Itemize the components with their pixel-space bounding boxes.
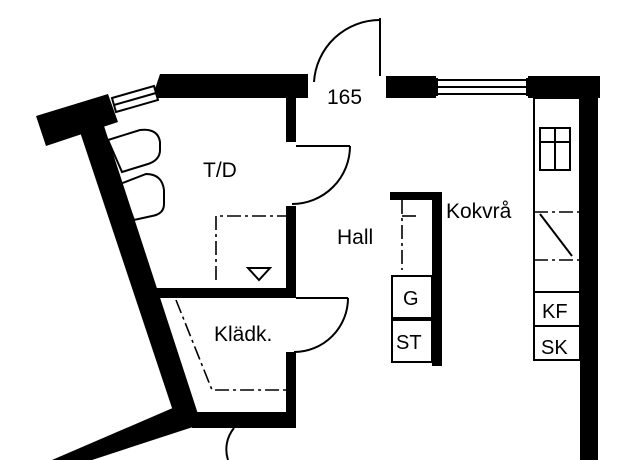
room-label-kokvra: Kokvrå [446,200,512,223]
kladk-partition [286,352,296,428]
label-g: G [403,288,419,310]
storage-boxes [391,275,433,363]
kitchen-counter-outline [533,97,581,361]
kitchen-partition-top [390,192,442,200]
washing-machine-lower [118,172,165,222]
kladk-dashed-shelf [175,299,286,391]
kitchen-partition-side [432,192,442,366]
dimension-label: 165 [327,86,362,109]
bottom-door-swing [225,427,235,460]
windows [110,78,532,114]
walls [36,74,600,460]
right-wall [580,76,598,460]
top-left-wall-block [36,94,118,146]
box-st [391,319,433,363]
kladk-door-swing [293,297,349,353]
top-wall-middle [386,76,436,98]
left-slanted-wall [80,126,198,420]
room-label-kladk: Klädk. [214,323,272,346]
td-kladk-wall [152,288,296,298]
entrance-door-swing [313,18,381,83]
kitchen-counter [533,97,581,361]
td-door-swing [291,145,351,205]
label-kf: KF [542,301,568,323]
floor-drain-icon [245,267,273,282]
doors [225,18,381,460]
box-g [391,275,433,319]
washing-machine-upper [106,128,161,174]
label-sk: SK [541,337,568,359]
room-label-hall: Hall [337,226,373,249]
dashed-outlines [175,200,416,391]
sink-icon [539,213,573,257]
bottom-wall [188,412,296,428]
washing-machines [106,128,165,222]
td-dashed-cabinet [215,215,286,280]
td-partition-middle [286,206,296,298]
top-wall-left [152,74,308,98]
room-label-td: T/D [203,159,237,182]
label-st: ST [396,332,422,354]
bottom-slanted-wall [52,404,196,460]
td-partition-upper [286,94,296,142]
